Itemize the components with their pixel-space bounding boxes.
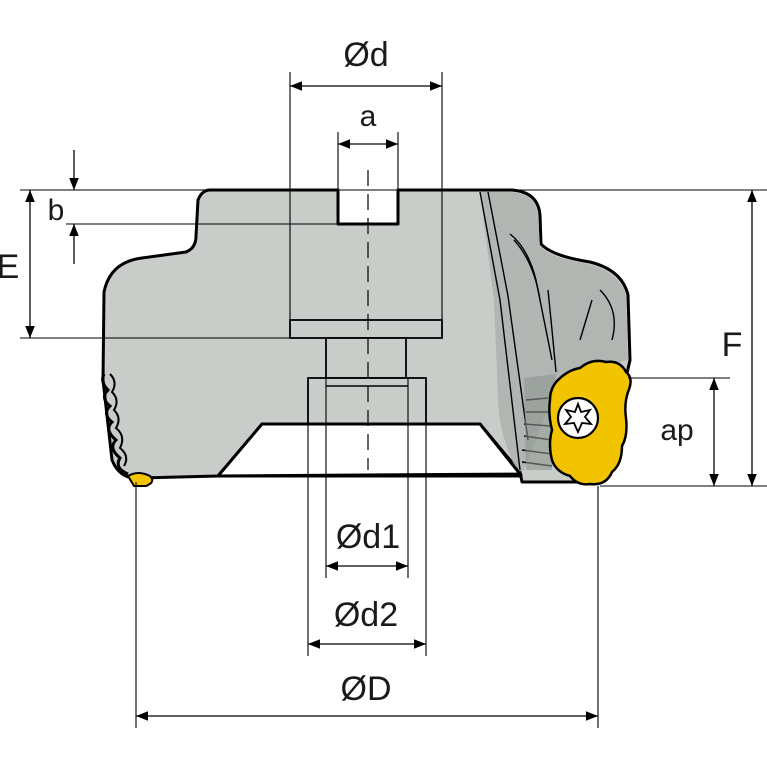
label-od-large: ØD: [341, 670, 392, 708]
label-a: a: [360, 100, 377, 133]
label-b: b: [48, 194, 65, 227]
label-f: F: [722, 326, 743, 364]
label-od: Ød: [343, 36, 388, 74]
dimension-labels: Ød a b E F ap Ød1 Ød2 ØD: [0, 36, 742, 708]
label-od2: Ød2: [334, 596, 398, 634]
bore-features: [214, 319, 524, 478]
cutting-insert: [548, 359, 632, 486]
extension-lines: [20, 72, 767, 728]
torx-screw-icon: [556, 396, 600, 440]
label-e: E: [0, 248, 19, 286]
dimension-lines: [25, 81, 757, 721]
label-ap: ap: [660, 414, 693, 447]
label-od1: Ød1: [336, 518, 400, 556]
